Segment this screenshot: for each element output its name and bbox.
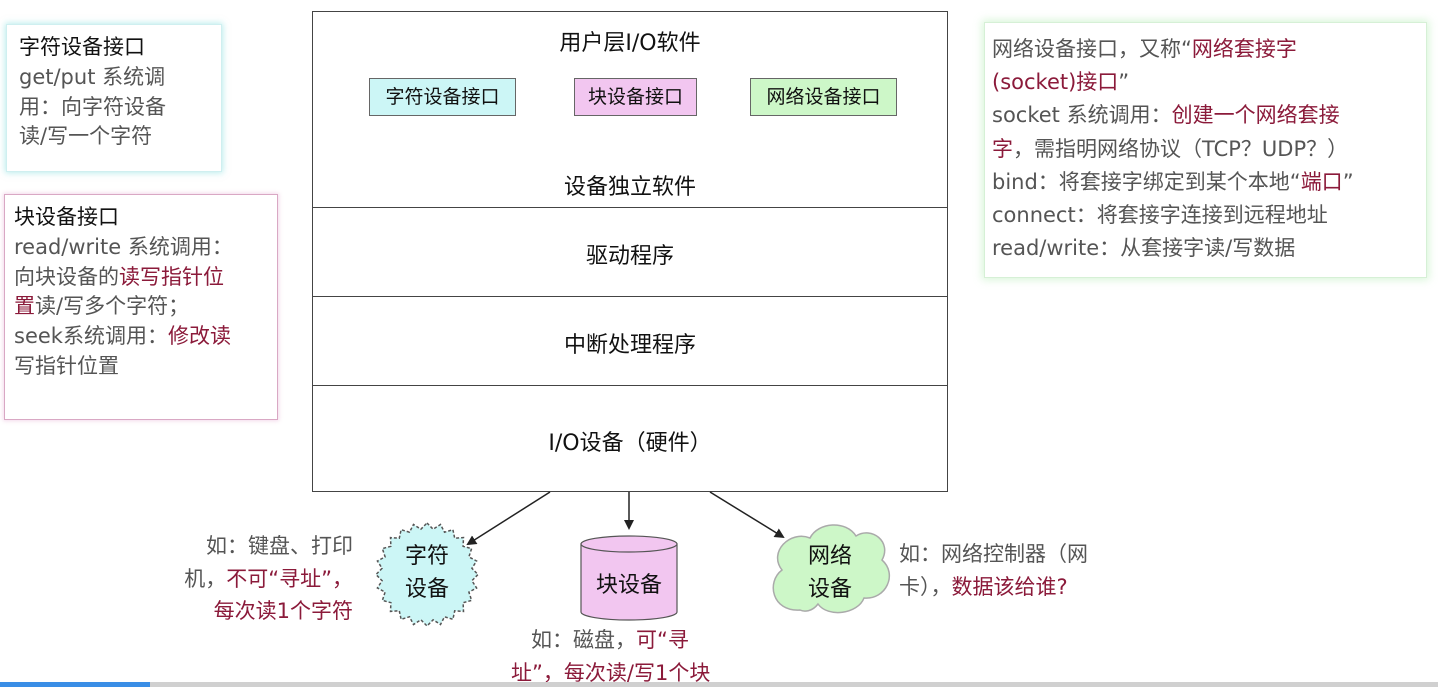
layer-user-io-software: 用户层I/O软件 [559,31,701,56]
char-note-line: 用：向字符设备 [19,94,166,119]
net-note-line: 网络设备接口，又称“网络套接字 [992,33,1426,66]
block-note-line: seek系统调用：修改读 [14,322,277,352]
net-note-text: bind：将套接字绑定到某个本地“ [992,169,1301,194]
char-interface-note: 字符设备接口 get/put 系统调 用：向字符设备 读/写一个字符 [6,24,222,172]
net-note-line: connect：将套接字连接到远程地址 [992,202,1328,227]
net-note-highlight: 字 [992,136,1013,161]
block-device-label: 块设备 [595,573,662,598]
net-note-highlight: (socket)接口 [992,70,1119,95]
caption-line: 卡），数据该给谁? [899,571,1088,604]
block-device-caption: 如：磁盘，可“寻 址”，每次读/写1个块 [511,624,710,689]
net-device-label: 网络 设备 [798,540,862,606]
block-device-cylinder [580,535,678,621]
block-note-text: 向块设备的 [14,264,119,289]
caption-text: 卡）， [899,574,952,599]
block-note-line: 置读/写多个字符； [14,292,277,322]
caption-text: 如：磁盘， [531,628,636,652]
video-progress-fill [0,682,150,687]
net-note-line: read/write：从套接字读/写数据 [992,236,1296,261]
caption-highlight: ，每次读/写1个块 [542,660,711,685]
char-device-caption: 如：键盘、打印 机，不可“寻址”， 每次读1个字符 [184,530,353,628]
net-note-line: (socket)接口” [992,66,1426,99]
net-note-text: ” [1118,70,1130,95]
net-device-label-line: 设备 [807,577,852,602]
char-device-label: 字符 设备 [397,540,457,606]
net-note-highlight: 创建一个网络套接 [1171,103,1340,128]
caption-text: 机， [184,566,227,591]
net-interface-box: 网络设备接口 [750,78,897,116]
caption-line: 址”，每次读/写1个块 [511,657,710,689]
block-note-highlight: 修改读 [167,324,231,349]
block-interface-box: 块设备接口 [574,78,697,116]
layer-interrupt-handler: 中断处理程序 [563,333,696,358]
char-note-line: 读/写一个字符 [19,124,153,149]
caption-line: 每次读1个字符 [213,599,353,624]
block-note-text: seek系统调用： [14,324,168,349]
net-note-line: bind：将套接字绑定到某个本地“端口” [992,166,1426,199]
char-device-label-line: 设备 [404,577,449,602]
net-note-text: ” [1342,169,1354,194]
net-note-text: 网络设备接口，又称“ [992,37,1192,61]
layer-divider [313,385,947,386]
block-note-text: 读/写多个字符； [35,294,190,319]
char-note-title: 字符设备接口 [19,35,145,59]
caption-line: 如：网络控制器（网 [899,542,1088,566]
net-note-text: ，需指明网络协议（TCP？UDP？） [1013,136,1349,161]
layer-divider [313,296,947,297]
block-interface-note: 块设备接口 read/write 系统调用： 向块设备的读写指针位 置读/写多个… [4,194,278,420]
net-note-highlight: 端口 [1300,169,1343,194]
caption-highlight: 址” [511,660,543,685]
caption-highlight: 不可“寻址”， [226,566,353,591]
layer-io-hardware: I/O设备（硬件） [548,431,712,456]
net-note-line: 字，需指明网络协议（TCP？UDP？） [992,133,1426,166]
video-progress-track[interactable] [0,682,1438,687]
net-device-caption: 如：网络控制器（网 卡），数据该给谁? [899,538,1088,603]
char-interface-box: 字符设备接口 [369,78,516,116]
block-note-highlight: 置 [14,294,35,319]
layer-driver: 驱动程序 [585,244,674,269]
caption-line: 如：磁盘，可“寻 [531,624,710,657]
net-device-label-line: 网络 [807,544,852,569]
layer-divider [313,207,947,208]
arrow-to-char-device [466,491,551,546]
caption-line: 如：键盘、打印 [206,534,353,558]
layer-device-independent-software: 设备独立软件 [563,175,696,200]
net-note-line: socket 系统调用：创建一个网络套接 [992,99,1426,132]
arrow-to-net-device [709,491,785,539]
char-device-starburst [374,521,480,628]
caption-line: 机，不可“寻址”， [184,563,353,596]
block-note-line: read/write 系统调用： [14,234,233,259]
block-note-line: 写指针位置 [14,354,119,379]
block-note-highlight: 读写指针位 [119,264,224,289]
caption-highlight: 可“寻 [636,628,689,652]
char-device-label-line: 字符 [404,544,449,569]
net-interface-note: 网络设备接口，又称“网络套接字 (socket)接口” socket 系统调用：… [984,22,1427,278]
net-note-text: socket 系统调用： [992,103,1172,128]
net-note-highlight: 网络套接字 [1191,37,1297,61]
block-note-title: 块设备接口 [14,205,119,229]
block-note-line: 向块设备的读写指针位 [14,263,277,293]
caption-highlight: 数据该给谁? [951,574,1068,599]
net-device-cloud [772,524,891,614]
char-note-line: get/put 系统调 [19,64,166,89]
